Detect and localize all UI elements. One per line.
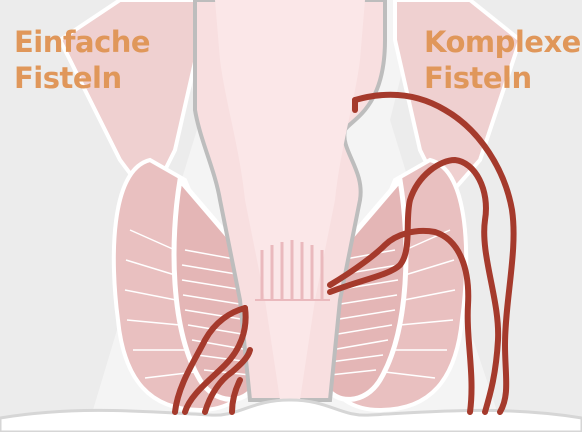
complex-fistula-label: Komplexe Fisteln xyxy=(424,24,581,96)
simple-label-line-1: Einfache xyxy=(14,24,150,60)
simple-fistula-label: Einfache Fisteln xyxy=(14,24,150,96)
complex-label-line-2: Fisteln xyxy=(424,60,581,96)
simple-label-line-2: Fisteln xyxy=(14,60,150,96)
anal-columns xyxy=(262,240,322,300)
complex-label-line-1: Komplexe xyxy=(424,24,581,60)
